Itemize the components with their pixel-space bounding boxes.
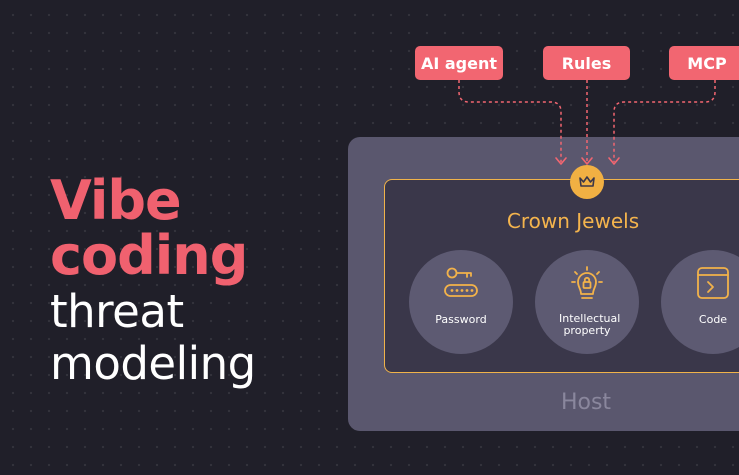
asset-label-code: Code <box>698 313 728 326</box>
headline-line-3: threat <box>50 285 184 338</box>
headline-line-1: Vibe <box>50 169 182 232</box>
asset-label-intellectual-property: Intellectual property <box>559 312 621 337</box>
asset-label-password: Password <box>435 313 487 326</box>
crown-badge <box>570 165 604 199</box>
arrowhead-mcp <box>608 157 620 165</box>
asset-code: Code <box>661 250 739 354</box>
host-label: Host <box>560 390 612 415</box>
asset-intellectual-property: Intellectual property <box>535 250 639 354</box>
arrow-ai-agent <box>458 80 562 162</box>
headline-line-4: modeling <box>50 337 256 390</box>
key-icon <box>444 267 478 297</box>
tag-rules: Rules <box>543 46 630 80</box>
arrowhead-ai-agent <box>555 157 567 165</box>
arrow-mcp <box>613 80 716 162</box>
code-window-icon <box>697 267 729 299</box>
headline-line-2: coding <box>50 224 248 287</box>
arrowhead-rules <box>581 157 593 165</box>
lightbulb-lock-icon <box>571 266 603 299</box>
asset-password: Password <box>409 250 513 354</box>
crown-icon <box>579 176 595 187</box>
headline: Vibe coding threat modeling <box>50 169 256 390</box>
crown-jewels-title: Crown Jewels <box>506 209 640 233</box>
tag-mcp: MCP <box>669 46 739 80</box>
tag-ai-agent: AI agent <box>415 46 503 80</box>
